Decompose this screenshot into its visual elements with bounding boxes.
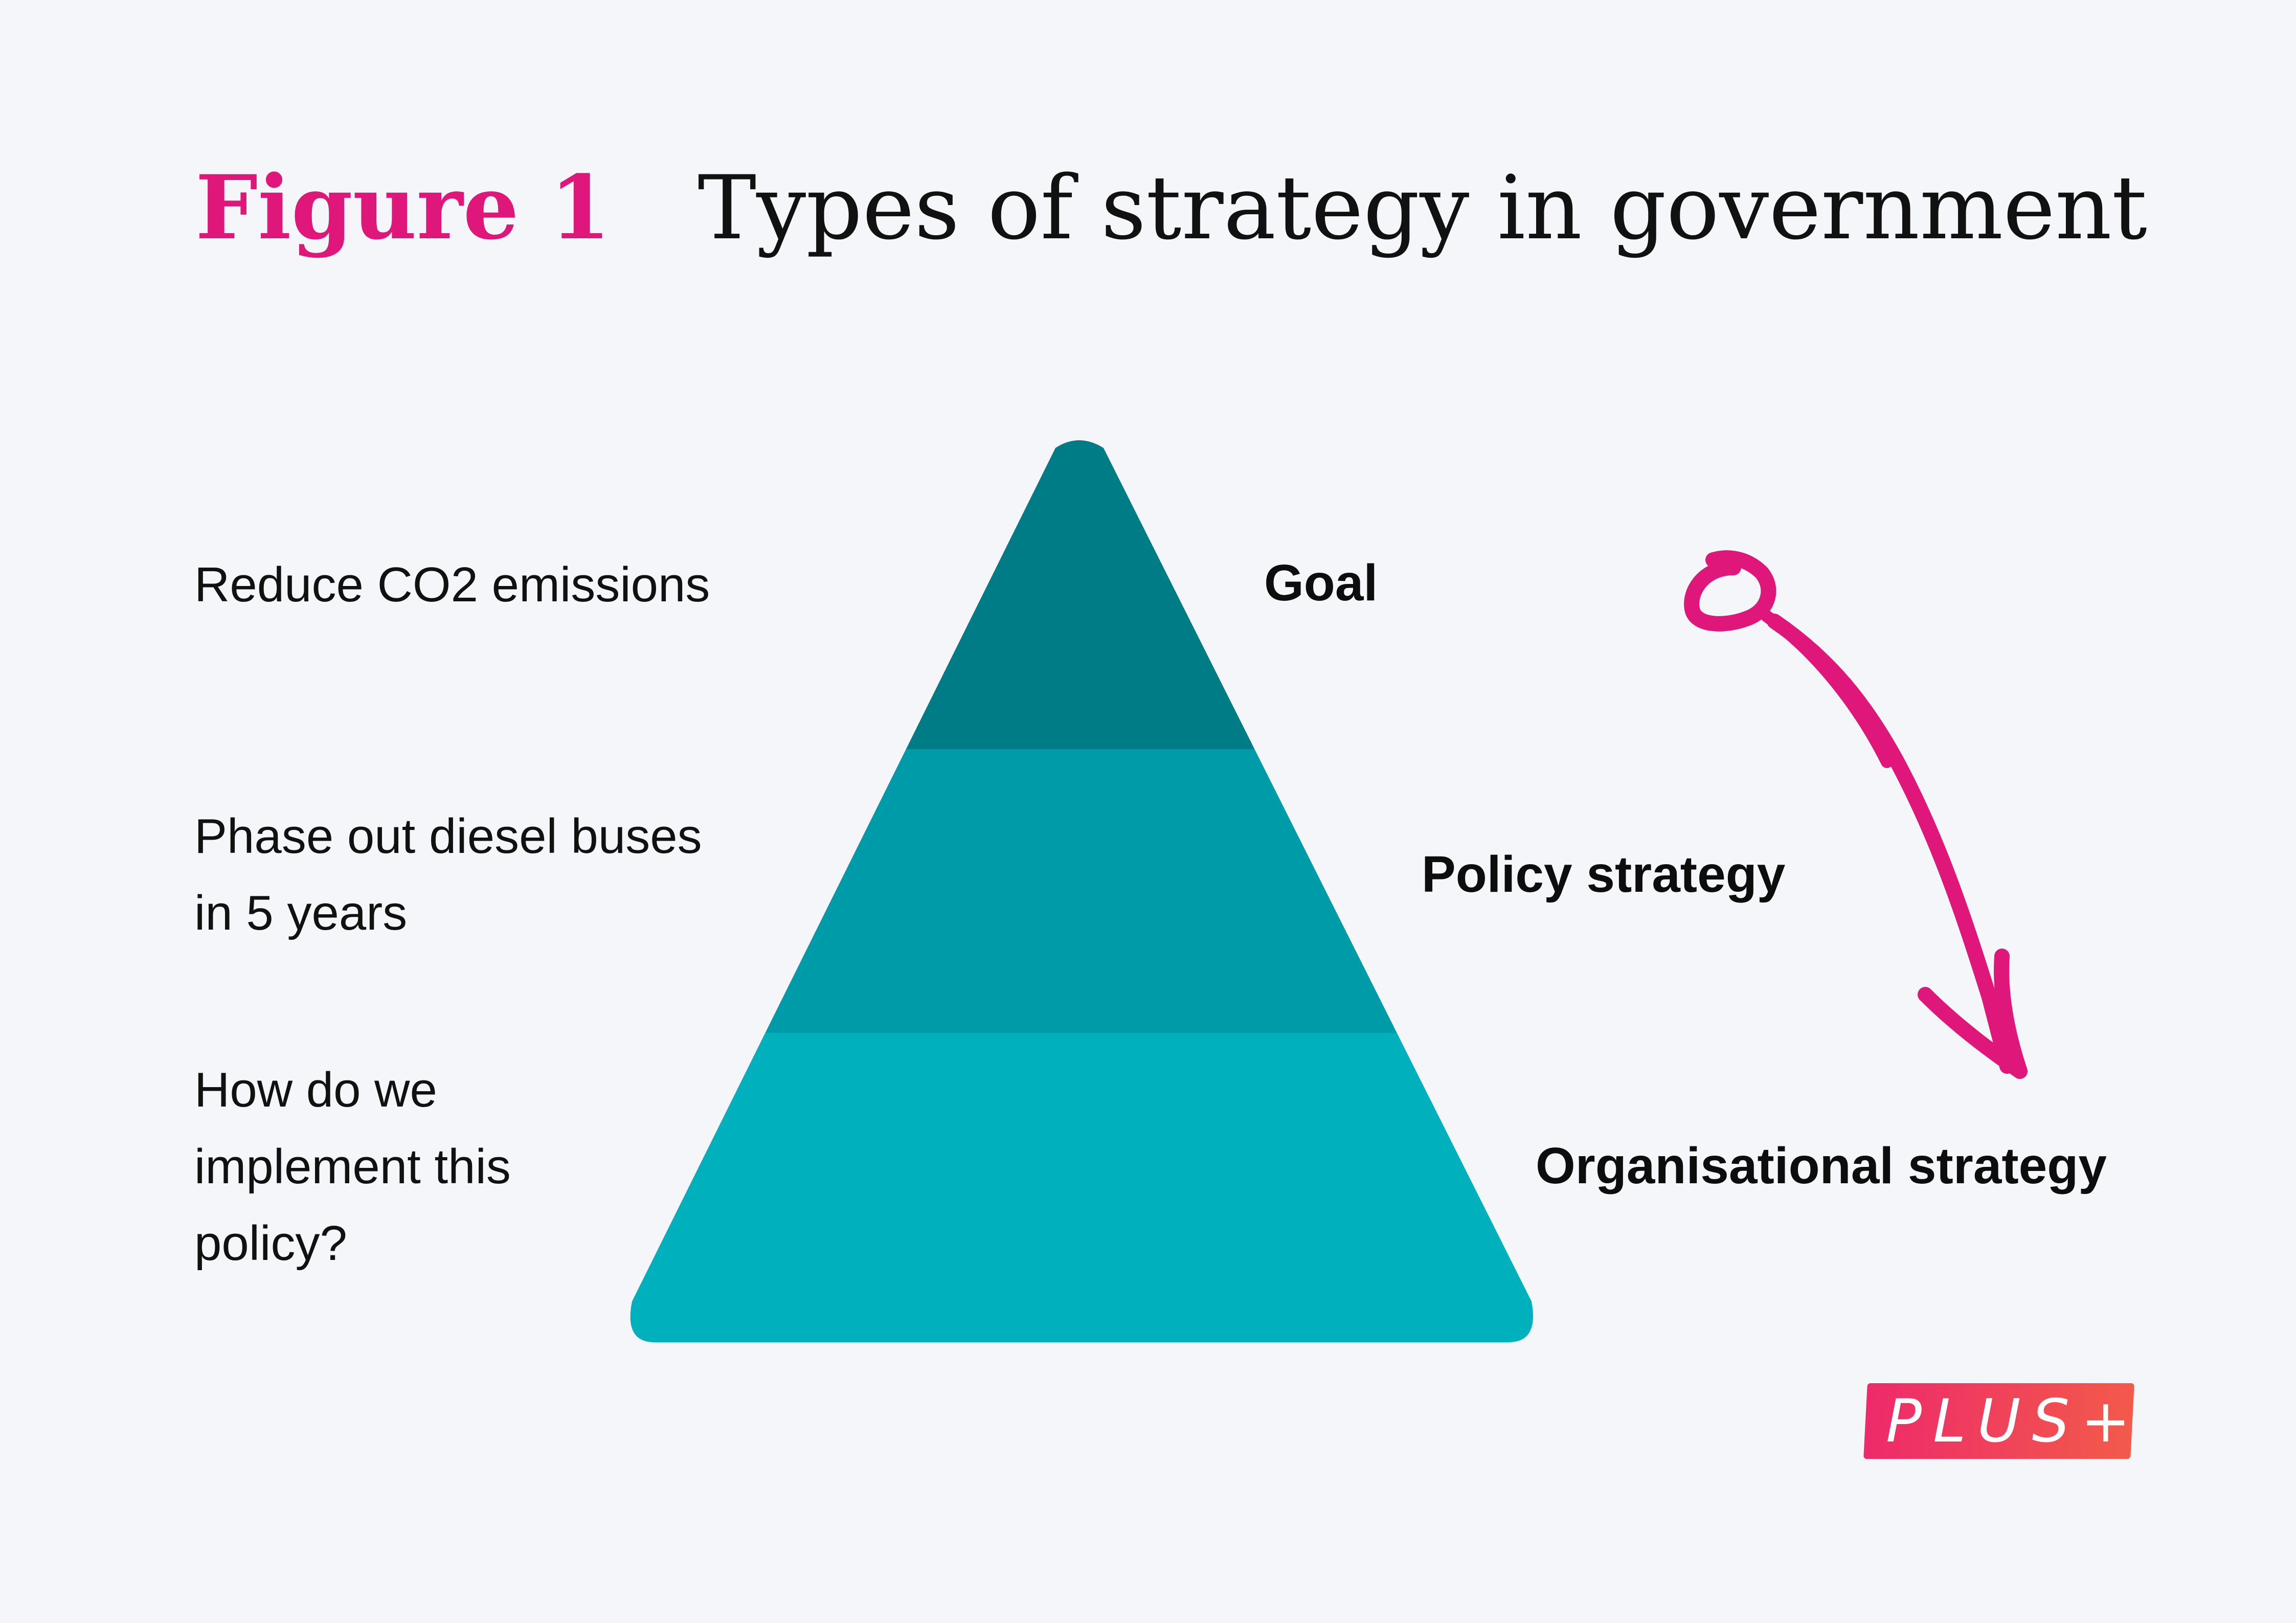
figure-title: Types of strategy in government [697, 156, 2147, 259]
policy-strategy-label: Policy strategy [1422, 846, 1786, 903]
pyramid-level-organisational-strategy [630, 1033, 1533, 1342]
plus-logo-text: PLUS+ [1886, 1387, 2142, 1456]
pyramid-level-policy-strategy [630, 749, 1533, 1033]
organisational-strategy-label: Organisational strategy [1536, 1137, 2107, 1194]
hand-drawn-arrow-icon [1684, 550, 2028, 1079]
policy-strategy-description: Phase out diesel buses in 5 years [194, 809, 702, 940]
figure-label: Figure 1 [195, 155, 611, 259]
organisational-strategy-description: How do we implement this policy? [194, 1063, 511, 1271]
goal-description: Reduce CO2 emissions [194, 557, 710, 612]
goal-label: Goal [1264, 554, 1378, 612]
